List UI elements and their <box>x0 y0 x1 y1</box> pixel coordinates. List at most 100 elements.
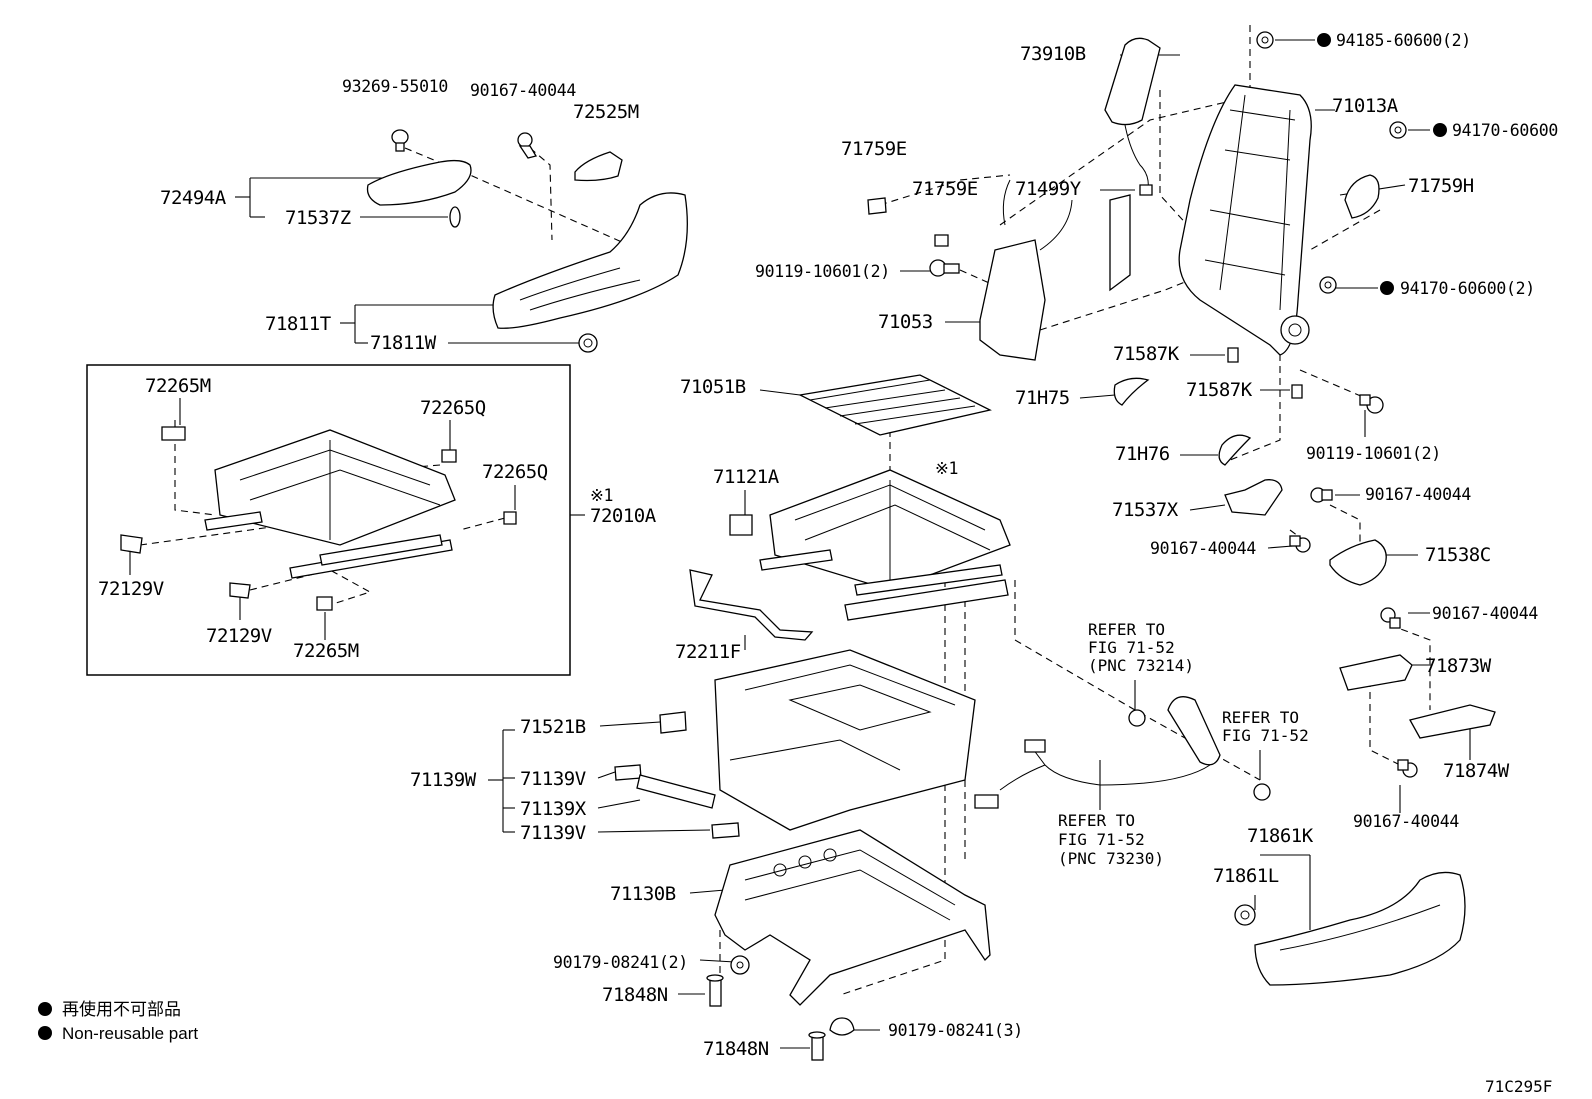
side-cover-71811T <box>492 192 688 329</box>
inset-frame <box>86 364 571 676</box>
label-71499Y[interactable]: 71499Y <box>1015 178 1082 200</box>
label-71139W[interactable]: 71139W <box>410 769 477 791</box>
label-71537X[interactable]: 71537X <box>1112 499 1179 521</box>
label-71759H[interactable]: 71759H <box>1408 175 1474 197</box>
label-71139X[interactable]: 71139X <box>520 798 587 820</box>
label-71H75[interactable]: 71H75 <box>1015 387 1070 409</box>
bolt-90167-c <box>1289 535 1311 553</box>
label-90167-40044-a[interactable]: 90167-40044 <box>470 81 577 100</box>
label-71053[interactable]: 71053 <box>878 311 933 333</box>
nut-90179-b <box>829 1017 855 1036</box>
label-73910B[interactable]: 73910B <box>1020 43 1086 65</box>
label-71013A[interactable]: 71013A <box>1332 95 1399 117</box>
adjuster-inset <box>86 364 571 676</box>
harness-73230 <box>999 744 1211 791</box>
bolt-90167-a <box>517 132 538 159</box>
svg-text:FIG 71-52: FIG 71-52 <box>1222 726 1309 745</box>
ref-note-73214[interactable]: REFER TO FIG 71-52 (PNC 73214) <box>1088 620 1194 675</box>
bolt-71848N-b <box>808 1031 826 1061</box>
bracket-71537X <box>1224 479 1283 516</box>
label-71759E-a[interactable]: 71759E <box>841 138 907 160</box>
label-71H76[interactable]: 71H76 <box>1115 443 1170 465</box>
bolt-90167-b <box>1310 487 1333 503</box>
legend: 再使用不可部品 Non-reusable part <box>38 999 198 1043</box>
non-reusable-dot-94170-a <box>1433 123 1447 137</box>
nut-94170-b <box>1319 276 1337 294</box>
clip-72265Q-b <box>503 511 517 525</box>
label-72129V-b[interactable]: 72129V <box>206 625 272 647</box>
legend-dot-en <box>38 1026 52 1040</box>
cover-71759H <box>1344 174 1380 219</box>
bolt-93269 <box>391 129 409 152</box>
label-71861K[interactable]: 71861K <box>1247 825 1314 847</box>
ref-note-71-52[interactable]: REFER TO FIG 71-52 <box>1222 708 1309 745</box>
label-90167-40044-b[interactable]: 90167-40044 <box>1365 485 1472 504</box>
clip-71759E-b <box>934 234 949 247</box>
label-90167-40044-c[interactable]: 90167-40044 <box>1150 539 1257 558</box>
wire-72211F <box>689 569 814 641</box>
label-90119-10601-a[interactable]: 90119-10601(2) <box>755 262 890 281</box>
label-71051B[interactable]: 71051B <box>680 376 746 398</box>
label-72211F[interactable]: 72211F <box>675 641 741 663</box>
backframe-71013A <box>1178 84 1312 356</box>
label-71139V-a[interactable]: 71139V <box>520 768 586 790</box>
clip-72265Q-a <box>441 449 457 463</box>
label-71874W[interactable]: 71874W <box>1443 760 1510 782</box>
label-71139V-b[interactable]: 71139V <box>520 822 586 844</box>
label-72525M[interactable]: 72525M <box>573 101 639 123</box>
bracket-71874W <box>1409 704 1496 739</box>
label-93269-55010[interactable]: 93269-55010 <box>342 77 448 96</box>
label-94170-60600-b[interactable]: 94170-60600(2) <box>1400 279 1535 298</box>
bolt-90167-e <box>1397 759 1418 778</box>
base-71130B <box>714 829 991 1006</box>
clip-71587K-a <box>1227 347 1239 363</box>
bracket-72525M <box>574 151 623 182</box>
bolt-71848N-a <box>706 974 724 1007</box>
clip-72265M-a <box>161 426 186 441</box>
armrest-bracket-group <box>366 129 688 353</box>
cushion-group <box>614 374 1011 1061</box>
label-72494A[interactable]: 72494A <box>160 187 227 209</box>
label-94170-60600-a[interactable]: 94170-60600 <box>1452 121 1558 140</box>
svg-text:REFER TO: REFER TO <box>1222 708 1299 727</box>
label-71848N-a[interactable]: 71848N <box>602 984 668 1006</box>
label-90167-40044-d[interactable]: 90167-40044 <box>1432 604 1539 623</box>
clip-71587K-b <box>1291 384 1303 399</box>
cover-71861K <box>1254 871 1466 986</box>
label-72010A[interactable]: 72010A <box>590 505 657 527</box>
assembly-mark-a: ※1 <box>590 486 613 505</box>
label-71521B[interactable]: 71521B <box>520 716 586 738</box>
label-90179-08241-b[interactable]: 90179-08241(3) <box>888 1021 1023 1040</box>
label-71537Z[interactable]: 71537Z <box>285 207 351 229</box>
label-72265Q-a[interactable]: 72265Q <box>420 397 486 419</box>
label-71861L[interactable]: 71861L <box>1213 865 1279 887</box>
label-71121A[interactable]: 71121A <box>713 466 780 488</box>
label-71873W[interactable]: 71873W <box>1425 655 1492 677</box>
label-72265M-b[interactable]: 72265M <box>293 640 359 662</box>
svg-text:REFER TO: REFER TO <box>1058 811 1135 830</box>
label-71811W[interactable]: 71811W <box>370 332 437 354</box>
reference-notes: REFER TO FIG 71-52 (PNC 73214) REFER TO … <box>1058 620 1309 868</box>
label-71811T[interactable]: 71811T <box>265 313 331 335</box>
label-90167-40044-e[interactable]: 90167-40044 <box>1353 812 1460 831</box>
label-90119-10601-b[interactable]: 90119-10601(2) <box>1306 444 1441 463</box>
nut-94185 <box>1256 31 1274 49</box>
label-94185-60600[interactable]: 94185-60600(2) <box>1336 31 1471 50</box>
label-72265M-a[interactable]: 72265M <box>145 375 211 397</box>
bolt-90119-a <box>929 259 960 277</box>
ref-note-73230[interactable]: REFER TO FIG 71-52 (PNC 73230) <box>1058 811 1164 868</box>
label-71587K-b[interactable]: 71587K <box>1186 379 1253 401</box>
bracket-71873W <box>1339 654 1413 691</box>
label-72265Q-b[interactable]: 72265Q <box>482 461 548 483</box>
label-71538C[interactable]: 71538C <box>1425 544 1491 566</box>
label-71759E-b[interactable]: 71759E <box>912 178 978 200</box>
label-71130B[interactable]: 71130B <box>610 883 676 905</box>
label-71587K-a[interactable]: 71587K <box>1113 343 1180 365</box>
label-90179-08241-a[interactable]: 90179-08241(2) <box>553 953 688 972</box>
non-reusable-dot-94185 <box>1317 33 1331 47</box>
nut-90179-a <box>730 955 750 975</box>
spring-71051B <box>797 374 992 436</box>
label-72129V-a[interactable]: 72129V <box>98 578 164 600</box>
bracket-72494A <box>366 159 472 206</box>
label-71848N-b[interactable]: 71848N <box>703 1038 769 1060</box>
